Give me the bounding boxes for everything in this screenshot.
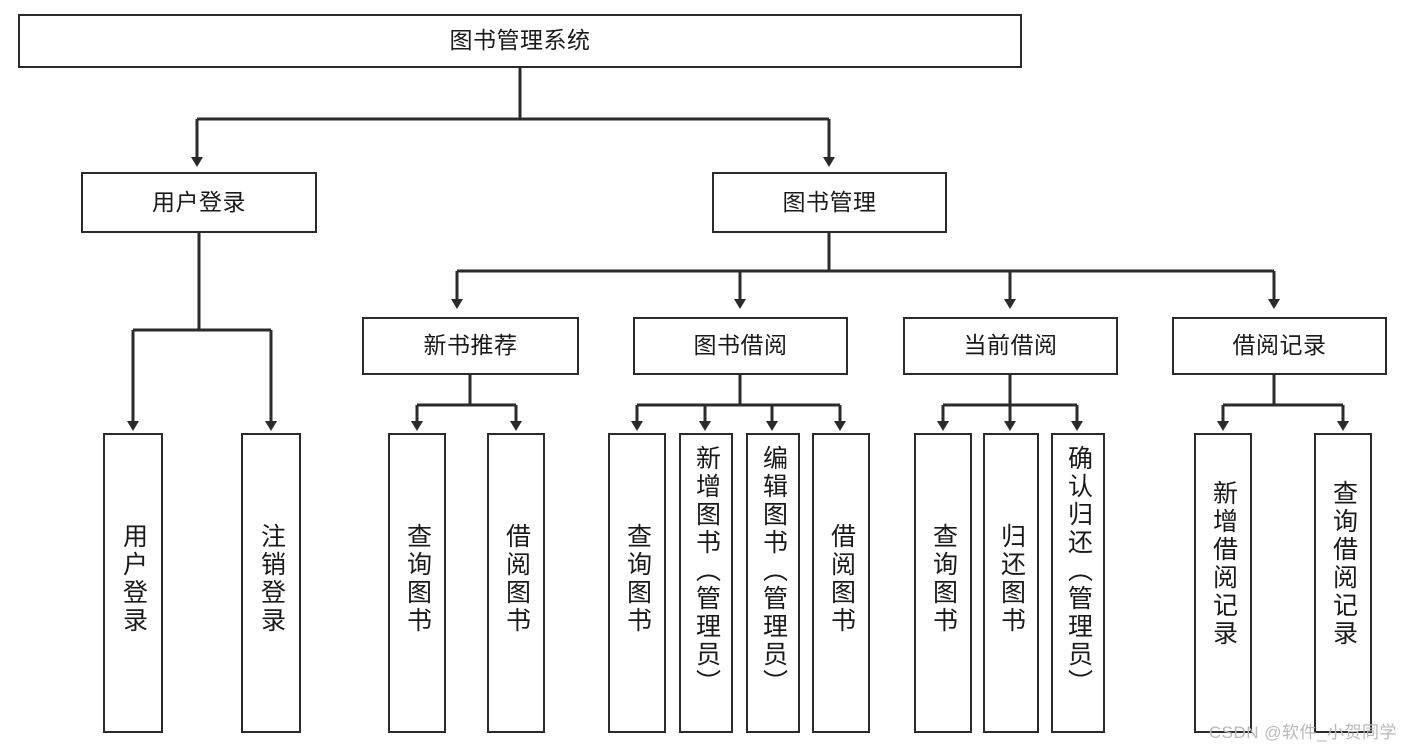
node-leaf-user-logout-label: 注销登录 <box>257 523 286 635</box>
node-leaf-borrow-book-2-label: 借阅图书 <box>827 523 856 635</box>
node-book-manage-label: 图书管理 <box>782 188 877 215</box>
node-leaf-edit-book-admin[interactable]: 编辑图书（管理员） <box>746 433 800 733</box>
node-borrow-record-label: 借阅记录 <box>1232 332 1327 359</box>
node-leaf-query-book-2-label: 查询图书 <box>623 523 652 635</box>
node-book-manage[interactable]: 图书管理 <box>712 172 947 233</box>
node-leaf-user-login[interactable]: 用户登录 <box>103 433 163 733</box>
node-new-book-recommend-label: 新书推荐 <box>423 332 518 359</box>
node-leaf-query-borrow-record-label: 查询借阅记录 <box>1329 480 1358 648</box>
node-leaf-query-book-3-label: 查询图书 <box>929 523 958 635</box>
node-leaf-add-book-admin-label: 新增图书（管理员） <box>692 445 721 697</box>
node-leaf-confirm-return-admin[interactable]: 确认归还（管理员） <box>1051 433 1105 733</box>
node-borrow-record[interactable]: 借阅记录 <box>1172 317 1387 375</box>
node-book-borrow[interactable]: 图书借阅 <box>633 317 848 375</box>
node-leaf-user-login-label: 用户登录 <box>119 523 148 635</box>
node-leaf-query-book-3[interactable]: 查询图书 <box>914 433 972 733</box>
node-leaf-borrow-book-2[interactable]: 借阅图书 <box>812 433 870 733</box>
node-root[interactable]: 图书管理系统 <box>18 14 1022 68</box>
node-user-login[interactable]: 用户登录 <box>81 172 317 233</box>
node-leaf-edit-book-admin-label: 编辑图书（管理员） <box>759 445 788 697</box>
node-leaf-return-book-label: 归还图书 <box>997 523 1026 635</box>
node-leaf-add-book-admin[interactable]: 新增图书（管理员） <box>679 433 733 733</box>
node-leaf-query-book-1-label: 查询图书 <box>403 523 432 635</box>
node-leaf-user-logout[interactable]: 注销登录 <box>241 433 301 733</box>
node-leaf-return-book[interactable]: 归还图书 <box>983 433 1039 733</box>
node-user-login-label: 用户登录 <box>152 188 246 215</box>
node-leaf-query-borrow-record[interactable]: 查询借阅记录 <box>1314 433 1372 733</box>
node-leaf-confirm-return-admin-label: 确认归还（管理员） <box>1064 445 1093 697</box>
node-new-book-recommend[interactable]: 新书推荐 <box>362 317 579 375</box>
node-current-borrow-label: 当前借阅 <box>963 332 1058 359</box>
node-leaf-add-borrow-record[interactable]: 新增借阅记录 <box>1194 433 1252 733</box>
node-book-borrow-label: 图书借阅 <box>693 332 788 359</box>
node-leaf-add-borrow-record-label: 新增借阅记录 <box>1209 480 1238 648</box>
node-leaf-borrow-book-1-label: 借阅图书 <box>502 523 531 635</box>
node-leaf-borrow-book-1[interactable]: 借阅图书 <box>487 433 545 733</box>
node-current-borrow[interactable]: 当前借阅 <box>903 317 1118 375</box>
node-leaf-query-book-2[interactable]: 查询图书 <box>608 433 666 733</box>
node-leaf-query-book-1[interactable]: 查询图书 <box>388 433 446 733</box>
node-root-label: 图书管理系统 <box>449 27 591 54</box>
